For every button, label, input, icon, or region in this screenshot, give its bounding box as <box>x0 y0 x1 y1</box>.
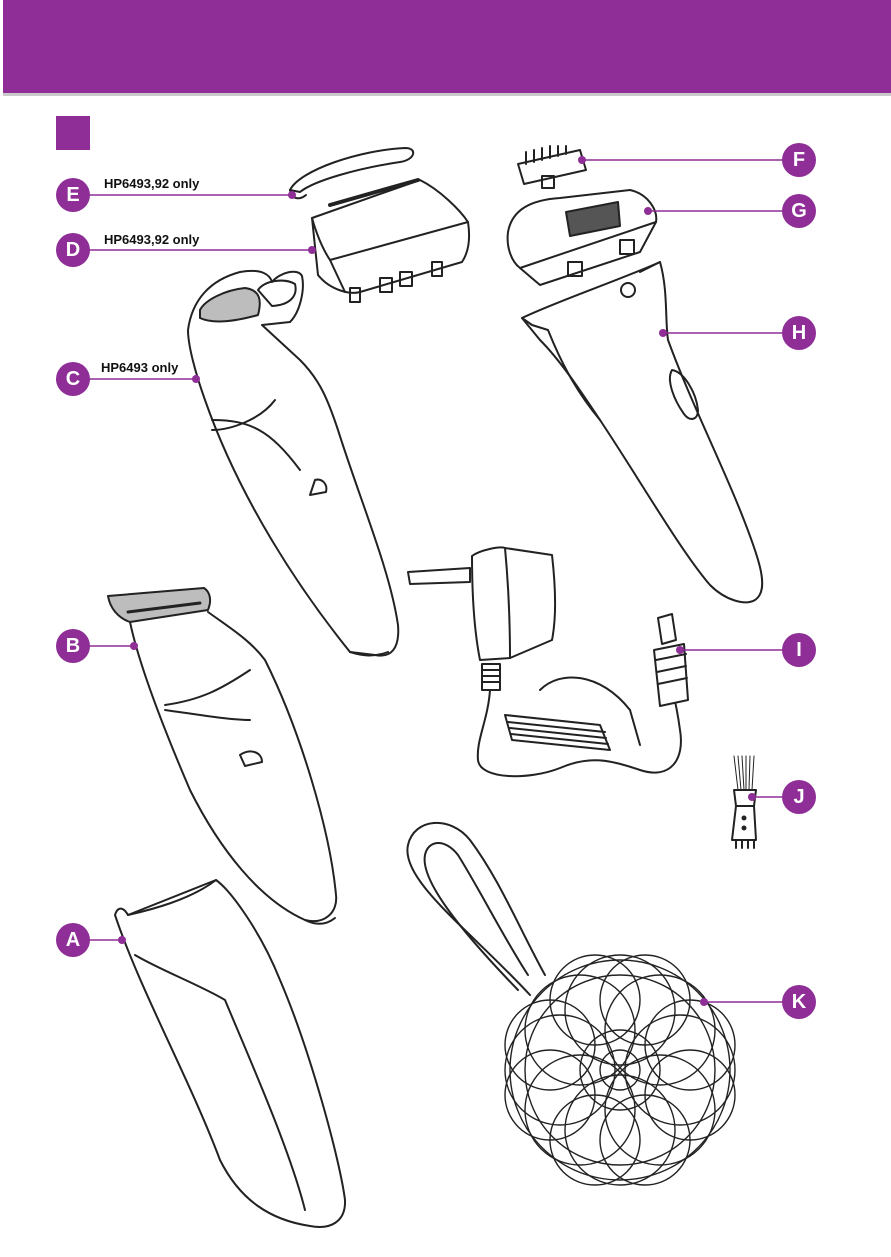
exfoliation-puff-drawing <box>407 823 735 1185</box>
note-c: HP6493 only <box>101 360 178 375</box>
epilator-head-drawing <box>508 190 657 285</box>
badge-i: I <box>782 633 816 667</box>
power-adapter-drawing <box>408 547 688 776</box>
badge-e: E <box>56 178 90 212</box>
epilator-handle-drawing <box>188 271 398 656</box>
badge-a: A <box>56 923 90 957</box>
shaver-handle-drawing <box>108 588 336 924</box>
badge-h: H <box>782 316 816 350</box>
cleaning-brush-drawing <box>732 756 756 848</box>
badge-g: G <box>782 194 816 228</box>
badge-j: J <box>782 780 816 814</box>
shaving-head-drawing <box>312 180 469 302</box>
badge-b: B <box>56 629 90 663</box>
badge-c: C <box>56 362 90 396</box>
comb-attachment-drawing <box>518 146 586 188</box>
note-e: HP6493,92 only <box>104 176 199 191</box>
protection-cap-drawing <box>115 880 345 1227</box>
note-d: HP6493,92 only <box>104 232 199 247</box>
badge-d: D <box>56 233 90 267</box>
badge-f: F <box>782 143 816 177</box>
badge-k: K <box>782 985 816 1019</box>
appliance-main-handle-drawing <box>522 262 762 602</box>
